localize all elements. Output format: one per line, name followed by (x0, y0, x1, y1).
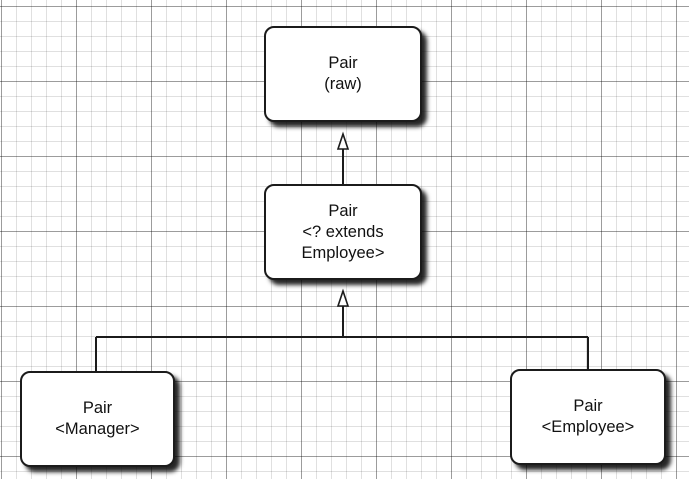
pair-wildcard-bound-line2: Employee> (301, 243, 385, 262)
pair-raw-type: (raw) (324, 75, 362, 93)
pair-manager-type: <Manager> (55, 420, 140, 438)
pair-wildcard-name: Pair (328, 201, 358, 220)
inheritance-arrowhead-wildcard (336, 288, 350, 307)
pair-wildcard-label: Pair <? extends Employee> (301, 201, 384, 264)
pair-wildcard-bound-line1: <? extends (302, 222, 384, 241)
pair-wildcard-box: Pair <? extends Employee> (264, 184, 422, 280)
pair-employee-box: Pair <Employee> (510, 369, 666, 465)
inheritance-arrowhead-raw (336, 131, 350, 150)
pair-raw-label: Pair (raw) (324, 53, 362, 95)
pair-raw-name: Pair (328, 54, 358, 72)
pair-employee-label: Pair <Employee> (542, 396, 635, 438)
pair-raw-box: Pair (raw) (264, 26, 422, 122)
pair-employee-type: <Employee> (541, 418, 635, 436)
pair-manager-name: Pair (82, 399, 113, 417)
pair-manager-label: Pair <Manager> (55, 398, 139, 440)
pair-employee-name: Pair (573, 397, 603, 415)
pair-manager-box: Pair <Manager> (20, 371, 175, 467)
